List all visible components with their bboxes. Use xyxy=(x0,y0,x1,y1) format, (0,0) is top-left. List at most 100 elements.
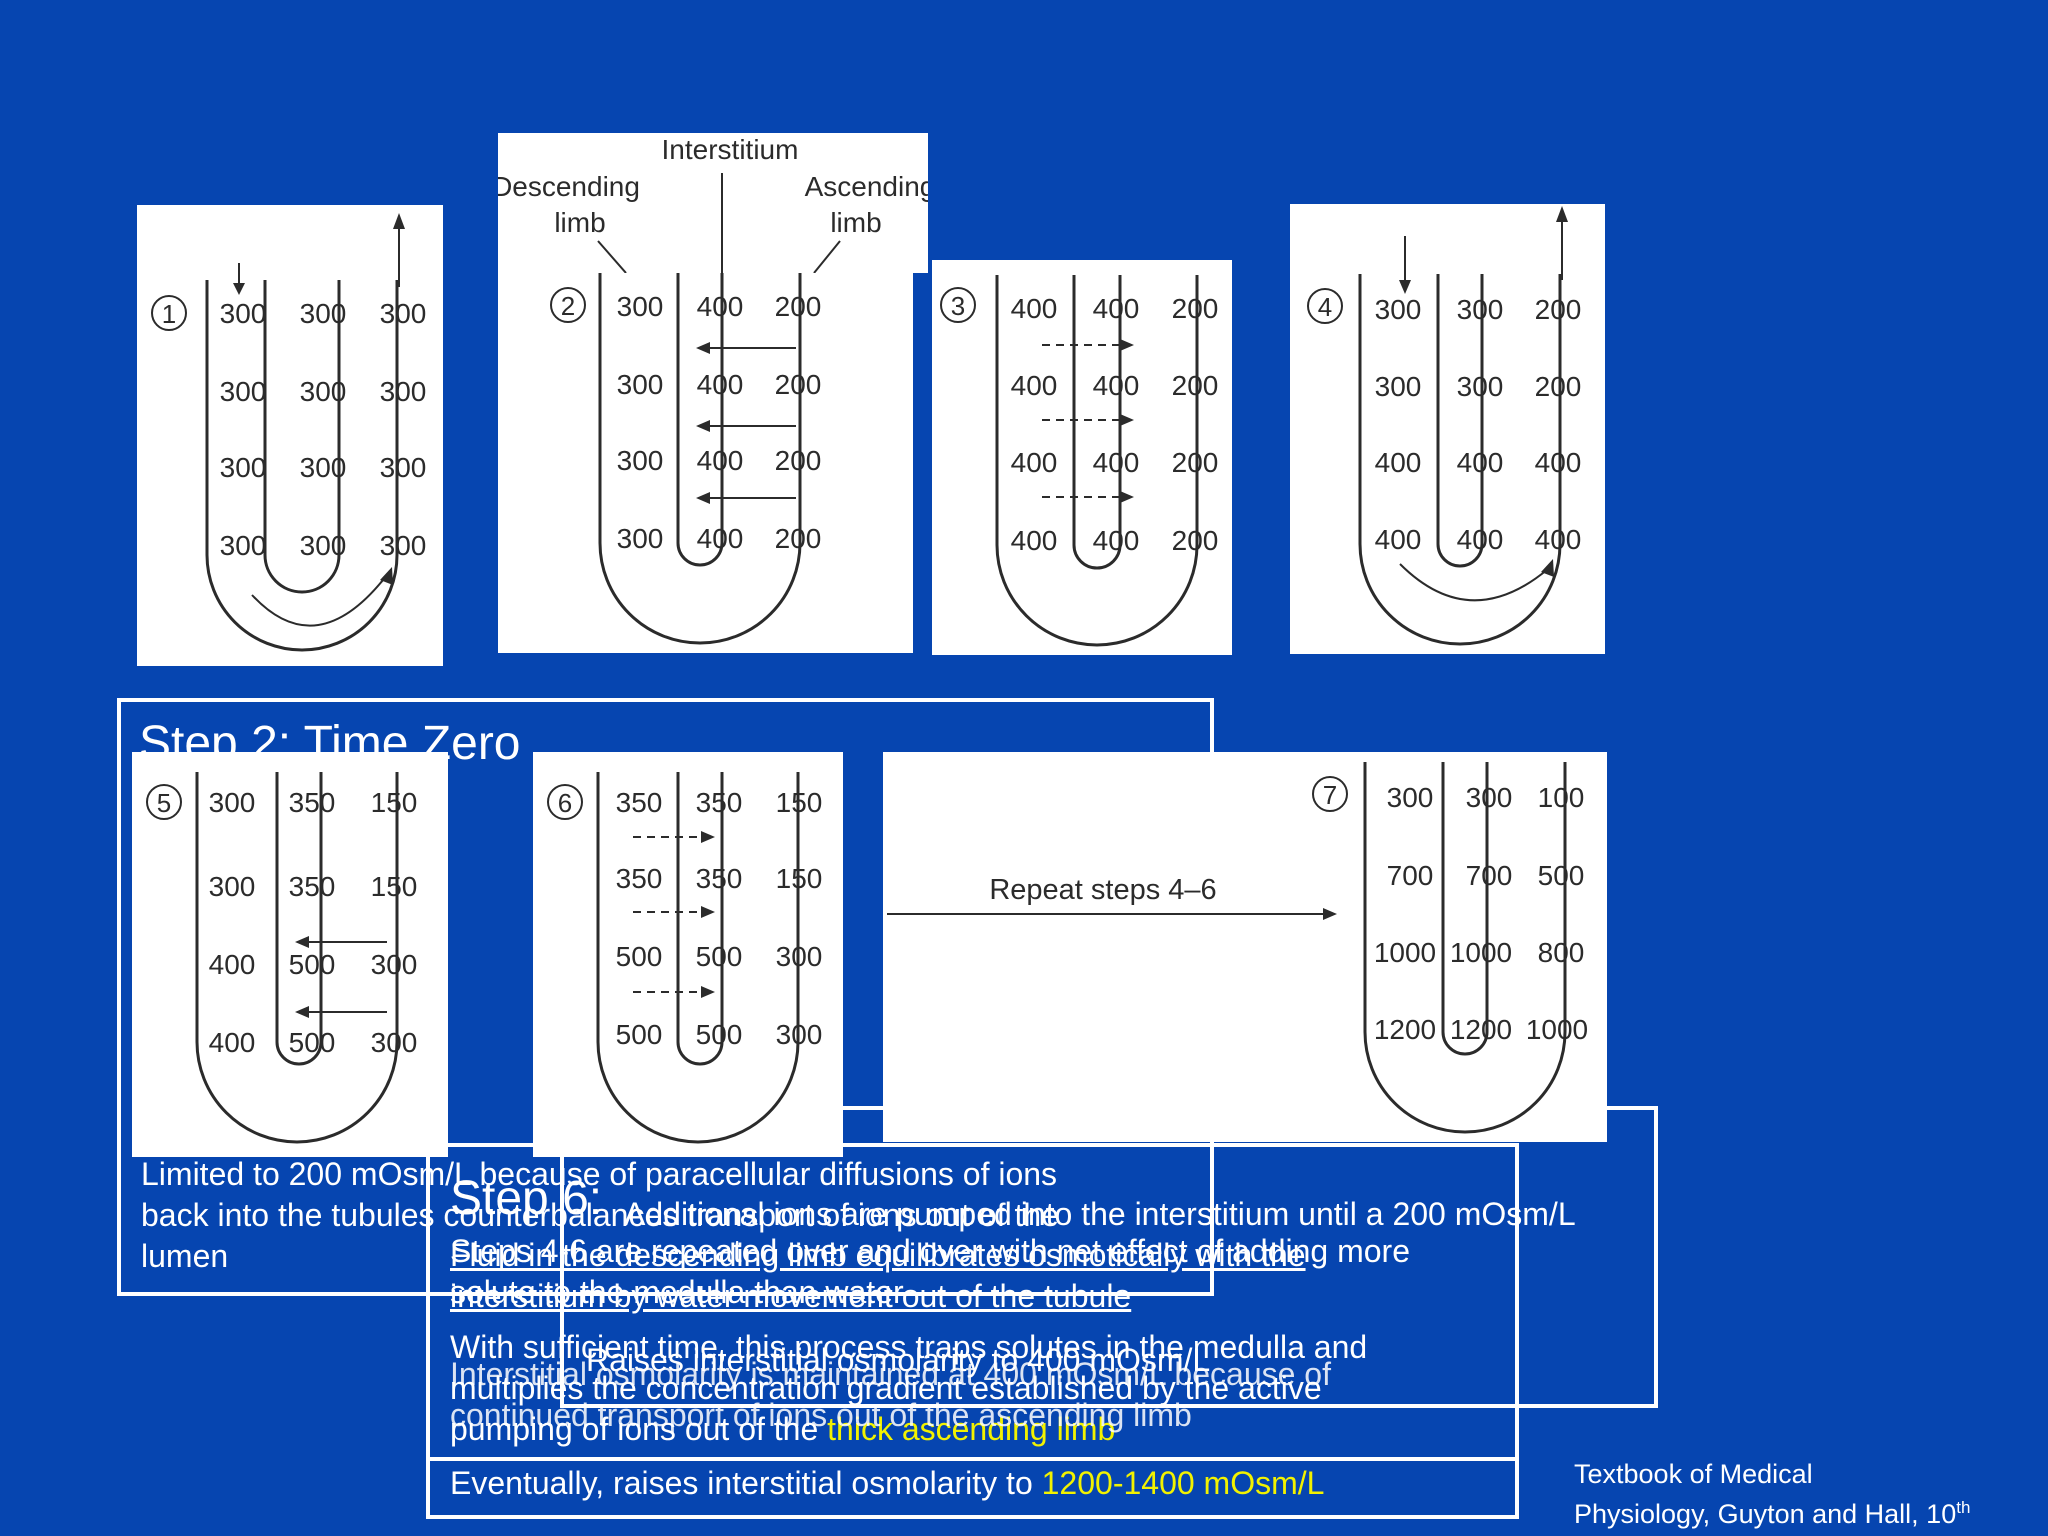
cell-value: 1000 xyxy=(1450,937,1512,968)
cell-value: 300 xyxy=(380,298,427,329)
cell-value: 300 xyxy=(220,298,267,329)
cell-value: 400 xyxy=(1093,293,1140,324)
panel-step-1: 1 300 300 300 300 300 300 300 300 300 30… xyxy=(137,205,443,666)
step-5-number: 5 xyxy=(157,788,171,818)
cell-value: 350 xyxy=(289,787,336,818)
panel-step-6: 6 350 350 150 350 350 150 500 500 300 50… xyxy=(533,752,843,1157)
cell-value: 400 xyxy=(1457,524,1504,555)
outer-tubule-wall xyxy=(1363,762,1567,1134)
cell-value: 500 xyxy=(696,1019,743,1050)
cell-value: 300 xyxy=(220,530,267,561)
cell-value: 150 xyxy=(776,787,823,818)
pump-box-right-frame xyxy=(1607,1106,1658,1110)
box-text-line: Raises interstitial osmolarity to 400 mO… xyxy=(586,1342,1211,1378)
cell-value: 100 xyxy=(1538,782,1585,813)
outer-tubule-wall xyxy=(596,772,800,1144)
cell-value: 300 xyxy=(209,787,256,818)
cell-value: 200 xyxy=(1172,525,1219,556)
pump-arrow-icon xyxy=(696,420,710,432)
step-2-number: 2 xyxy=(561,291,575,321)
water-flow-arrow-icon xyxy=(1120,339,1134,351)
citation: Textbook of Medical Physiology, Guyton a… xyxy=(1574,1458,2044,1534)
cell-value: 1000 xyxy=(1374,937,1436,968)
step-description-box-step-6: Step 6: Steps 4-6 are repeated over and … xyxy=(426,1143,1519,1519)
outer-tubule-wall xyxy=(1358,274,1562,646)
water-flow-arrow-icon xyxy=(1120,414,1134,426)
panel-step-7: Repeat steps 4–6 7 300 300 100 700 700 5… xyxy=(883,752,1607,1142)
loop-arrow-head-icon xyxy=(380,567,393,585)
cell-value: 150 xyxy=(776,863,823,894)
cell-value: 300 xyxy=(300,452,347,483)
panel-step-1-graphic: 1 300 300 300 300 300 300 300 300 300 30… xyxy=(151,213,427,652)
panel-step-4-graphic: 4 300 300 200 300 300 200 400 400 400 40… xyxy=(1307,206,1582,646)
cell-value: 350 xyxy=(616,863,663,894)
box-text-line: Steps 4-6 are repeated over and over wit… xyxy=(450,1233,1410,1269)
step-4-number: 4 xyxy=(1318,292,1332,322)
descending-leader xyxy=(597,240,627,273)
descending-label-1: Descending xyxy=(498,171,640,202)
step-4-badge xyxy=(1307,288,1343,324)
interstitium-header-graphic: Interstitium Descending limb Ascending l… xyxy=(498,134,928,273)
repeat-arrow-icon xyxy=(1323,908,1337,920)
pump-arrow-icon xyxy=(696,492,710,504)
highlight-thick-ascending-limb: thick ascending limb xyxy=(827,1411,1116,1447)
water-flow-arrow-icon xyxy=(1120,491,1134,503)
cell-value: 400 xyxy=(1535,447,1582,478)
water-flow-arrow-icon xyxy=(701,906,715,918)
cell-value: 300 xyxy=(220,376,267,407)
cell-value: 200 xyxy=(1172,447,1219,478)
citation-text: Physiology, Guyton and Hall, 10 xyxy=(1574,1499,1957,1529)
box-text-line: Eventually, raises interstitial osmolari… xyxy=(450,1463,1324,1503)
box-text-line: Additional ions are pumped into the inte… xyxy=(624,1196,1576,1232)
box-text-part: Eventually, raises interstitial osmolari… xyxy=(450,1465,1042,1501)
step-1-badge xyxy=(151,295,187,331)
box-text-line: lumen xyxy=(141,1238,229,1274)
step-3-badge xyxy=(940,287,976,323)
box-text-line: With sufficient time, this process traps… xyxy=(450,1329,1368,1365)
cell-value: 200 xyxy=(775,369,822,400)
outer-tubule-wall xyxy=(195,772,399,1144)
cell-value: 400 xyxy=(1011,447,1058,478)
box-text-line: back into the tubules counterbalances tr… xyxy=(141,1197,1059,1233)
water-flow-arrow-icon xyxy=(701,831,715,843)
cell-value: 350 xyxy=(696,863,743,894)
cell-value: 350 xyxy=(696,787,743,818)
cell-value: 200 xyxy=(1172,370,1219,401)
cell-value: 400 xyxy=(1011,370,1058,401)
box-title: Step 6: xyxy=(450,1172,603,1225)
cell-value: 500 xyxy=(696,941,743,972)
cell-value: 200 xyxy=(775,291,822,322)
step-6-number: 6 xyxy=(558,788,572,818)
panel-step-4: 4 300 300 200 300 300 200 400 400 400 40… xyxy=(1290,204,1605,654)
cell-value: 400 xyxy=(1011,525,1058,556)
cell-value: 300 xyxy=(1457,294,1504,325)
cell-value: 800 xyxy=(1538,937,1585,968)
cell-value: 300 xyxy=(1375,371,1422,402)
inner-tubule-wall xyxy=(1441,762,1489,1056)
panel-step-2: 2 300 400 200 300 400 200 300 400 200 30… xyxy=(498,273,913,653)
cell-value: 500 xyxy=(289,949,336,980)
panel-step-2-graphic: 2 300 400 200 300 400 200 300 400 200 30… xyxy=(550,273,822,645)
box-text-line: Fluid in the descending limb equilibrate… xyxy=(450,1237,1306,1273)
step-6-badge xyxy=(547,784,583,820)
cell-value: 400 xyxy=(209,949,256,980)
panel-step-5: 5 300 350 150 300 350 150 400 500 300 40… xyxy=(132,752,448,1157)
outflow-arrow-icon xyxy=(1556,206,1568,222)
citation-line: Textbook of Medical xyxy=(1574,1459,1813,1489)
cell-value: 400 xyxy=(1093,370,1140,401)
box-text-part: pumping of ions out of the xyxy=(450,1411,828,1447)
box-text-line: Limited to 200 mOsm/L because of paracel… xyxy=(141,1156,1058,1192)
cell-value: 400 xyxy=(697,445,744,476)
step-5-badge xyxy=(146,784,182,820)
interstitium-title: Interstitium xyxy=(662,134,799,165)
cell-value: 300 xyxy=(380,452,427,483)
box-text-line: pumping of ions out of the thick ascendi… xyxy=(450,1409,1115,1449)
loop-arrow-head-icon xyxy=(1541,559,1554,577)
box-divider xyxy=(426,1457,1519,1461)
inflow-arrow-icon xyxy=(1399,280,1411,294)
cell-value: 300 xyxy=(209,871,256,902)
cell-value: 700 xyxy=(1387,860,1434,891)
inner-tubule-wall xyxy=(263,280,341,594)
inner-tubule-wall xyxy=(676,772,724,1066)
step-3-number: 3 xyxy=(951,291,965,321)
